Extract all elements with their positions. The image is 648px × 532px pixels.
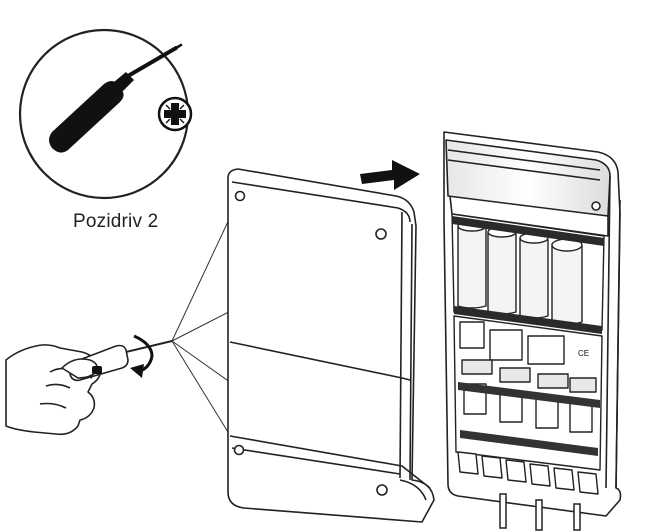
cover-screws <box>233 190 388 496</box>
arrow-right-icon <box>360 160 420 190</box>
svg-text:CE: CE <box>578 349 589 358</box>
screw-top-right <box>375 228 387 240</box>
screw-bottom-right <box>376 484 388 496</box>
hand-with-screwdriver <box>5 334 173 436</box>
tool-label: Pozidriv 2 <box>73 211 159 232</box>
screwdriver-icon <box>49 43 183 153</box>
ce-mark: CE <box>578 349 589 358</box>
front-cover <box>227 168 435 523</box>
tool-callout <box>18 28 193 200</box>
cable-clips <box>457 451 599 495</box>
terminal-blocks <box>461 359 597 433</box>
pozidriv-cross-icon <box>157 96 193 132</box>
screw-top-left <box>234 190 246 202</box>
capacitor-row <box>457 220 583 325</box>
cable-glands <box>499 493 581 531</box>
screw-bottom-left <box>233 444 245 456</box>
device-interior: CE <box>451 213 605 495</box>
